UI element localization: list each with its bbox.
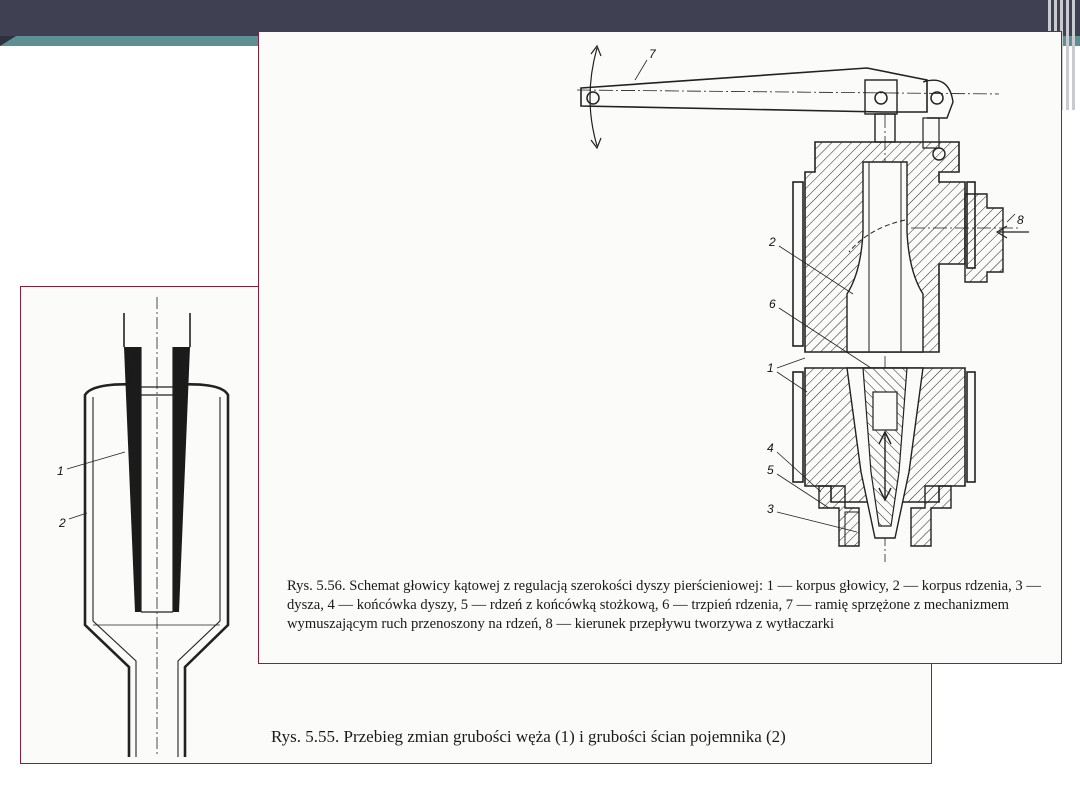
- figure-5-56-caption: Rys. 5.56. Schemat głowicy kątowej z reg…: [287, 578, 1041, 632]
- label-4: 4: [767, 441, 774, 455]
- label-2: 2: [768, 235, 776, 249]
- slide-title-bar: [0, 0, 1080, 36]
- leader-line-1b: [776, 371, 808, 393]
- accent-pointer: [0, 36, 16, 46]
- leader-line-7: [634, 59, 648, 81]
- label-2: 2: [58, 516, 66, 530]
- leader-line-1a: [776, 357, 806, 369]
- figure-5-56-image: 7 8 2 6 1 4 5 3 Rys. 5.56. Schemat głowi…: [258, 31, 1062, 664]
- leader-line-8: [1006, 213, 1016, 223]
- container-section-drawing: 1 2: [57, 297, 230, 757]
- leader-line-3: [776, 511, 858, 533]
- leader-line-1: [66, 451, 126, 470]
- angular-head-section-drawing: 7 8 2 6 1 4 5 3: [576, 44, 1029, 562]
- label-8: 8: [1017, 213, 1024, 227]
- label-6: 6: [769, 297, 776, 311]
- leader-line-5: [776, 473, 830, 509]
- leader-line-2: [778, 245, 854, 295]
- leader-line-6: [778, 307, 872, 369]
- label-7: 7: [649, 47, 657, 61]
- label-3: 3: [767, 502, 774, 516]
- figure-5-55-caption: Rys. 5.55. Przebieg zmian grubości węża …: [271, 727, 786, 746]
- label-1: 1: [767, 361, 774, 375]
- leader-line-4: [776, 451, 822, 493]
- label-1: 1: [57, 464, 64, 478]
- label-5: 5: [767, 463, 774, 477]
- leader-line-2: [68, 512, 88, 520]
